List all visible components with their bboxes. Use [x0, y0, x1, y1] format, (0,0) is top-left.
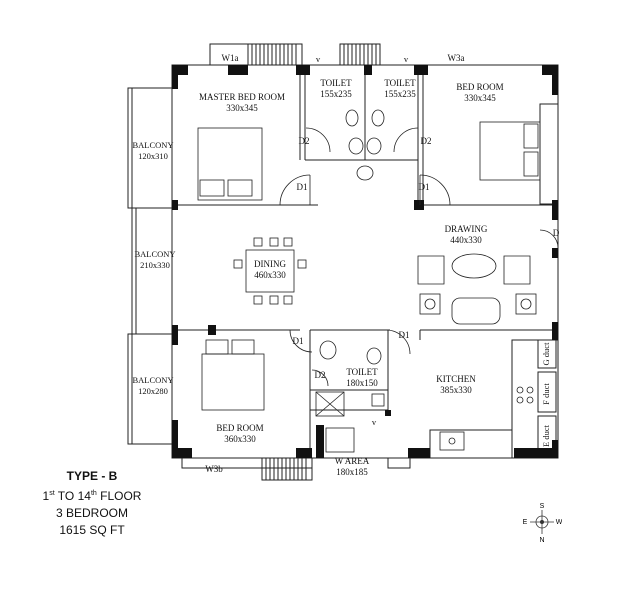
sofa	[451, 297, 501, 325]
dining-size: 460x330	[254, 270, 286, 280]
dining-table	[245, 249, 295, 293]
vent-1: v	[316, 54, 321, 64]
door-d1-bed-bottom: D1	[293, 336, 304, 346]
wall-blocks	[172, 65, 558, 458]
balcony2-name: BALCONY	[134, 249, 175, 259]
balcony3-name: BALCONY	[132, 375, 173, 385]
bed-room-right-name: BED ROOM	[456, 82, 503, 92]
drawing-name: DRAWING	[445, 224, 488, 234]
door-d-main: D	[553, 228, 560, 238]
toilet2-size: 155x235	[384, 89, 416, 99]
window-w3b-label: W3b	[205, 464, 223, 474]
door-d2-toilet2: D2	[421, 136, 432, 146]
w-area-size: 180x185	[336, 467, 368, 477]
compass-w: W	[556, 519, 562, 526]
compass-n: N	[539, 537, 544, 544]
balcony1-size: 120x310	[138, 151, 168, 161]
door-d1-master: D1	[297, 182, 308, 192]
drawing-size: 440x330	[450, 235, 482, 245]
toilet1-size: 155x235	[320, 89, 352, 99]
compass-s: S	[540, 503, 545, 510]
balcony-2-outline	[131, 207, 173, 335]
dining-name: DINING	[254, 259, 286, 269]
toilet3-size: 180x150	[346, 378, 378, 388]
toilet1-name: TOILET	[320, 78, 352, 88]
floor-range: 1st TO 14th FLOOR	[42, 489, 142, 503]
compass-e: E	[523, 519, 528, 526]
master-bed-room-name: MASTER BED ROOM	[199, 92, 285, 102]
coffee-table	[451, 253, 497, 279]
toilet2-name: TOILET	[384, 78, 416, 88]
e-duct-label: E duct	[541, 424, 551, 447]
door-d2-toilet1: D2	[299, 136, 310, 146]
window-w3a-label: W3a	[448, 53, 465, 63]
bedroom-right-bed	[479, 121, 541, 181]
vent-3: v	[372, 417, 377, 427]
toilet3-name: TOILET	[346, 367, 378, 377]
area-sqft: 1615 SQ FT	[59, 523, 125, 537]
bed-room-bottom-size: 360x330	[224, 434, 256, 444]
window-w1a-label: W1a	[222, 53, 239, 63]
kitchen-size: 385x330	[440, 385, 472, 395]
balcony1-name: BALCONY	[132, 140, 173, 150]
master-bed-room-size: 330x345	[226, 103, 258, 113]
door-swings	[279, 127, 559, 387]
bed-room-bottom-name: BED ROOM	[216, 423, 263, 433]
master-bed	[197, 127, 263, 201]
kitchen-sink	[439, 431, 465, 451]
door-d1-kitchen: D1	[399, 330, 410, 340]
f-duct-label: F duct	[541, 383, 551, 405]
plan-type: TYPE - B	[66, 469, 118, 483]
g-duct-label: G duct	[541, 342, 551, 366]
door-d2-toilet3: D2	[315, 370, 326, 380]
balcony2-size: 210x330	[140, 260, 170, 270]
door-d1-bed: D1	[419, 182, 430, 192]
plan-legend: TYPE - B 1st TO 14th FLOOR 3 BEDROOM 161…	[22, 468, 162, 539]
w-area-name: W AREA	[335, 456, 370, 466]
bedroom-bottom-bed	[201, 353, 265, 411]
kitchen-name: KITCHEN	[436, 374, 476, 384]
bed-room-right-size: 330x345	[464, 93, 496, 103]
balcony-3-outline	[127, 333, 173, 445]
balcony3-size: 120x280	[138, 386, 168, 396]
bedroom-count: 3 BEDROOM	[55, 506, 128, 520]
vent-2: v	[404, 54, 409, 64]
compass-icon: S W N E	[523, 503, 562, 544]
